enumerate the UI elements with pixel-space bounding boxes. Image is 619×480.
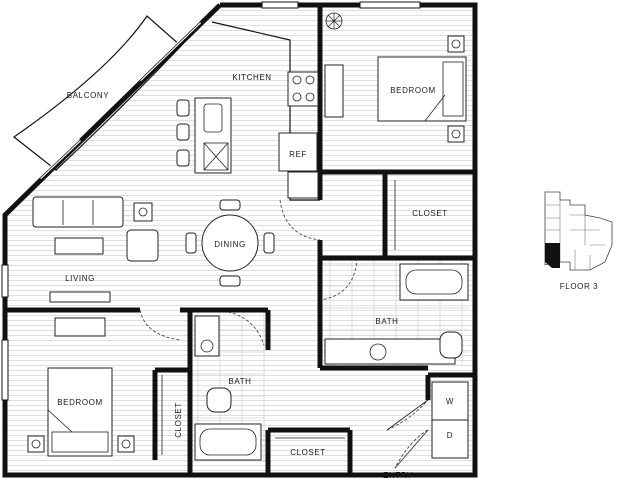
bedroom-bottom-label: BEDROOM (57, 398, 103, 407)
armchair (126, 229, 159, 262)
washer-label: W (446, 397, 454, 406)
tv-console (49, 291, 111, 303)
dryer-label: D (447, 431, 453, 440)
closet-rods (161, 180, 396, 455)
keyplan-unit-highlight (545, 243, 560, 268)
living-label: LIVING (65, 274, 95, 283)
key-plan: FLOOR 3 (544, 191, 613, 291)
dresser-bottom (54, 317, 106, 337)
room-labels: BALCONY KITCHEN BEDROOM REF CLOSET DININ… (57, 73, 454, 480)
kitchen-label: KITCHEN (232, 73, 271, 82)
bed-bottom (47, 367, 113, 457)
bathtub-right (399, 263, 469, 301)
ref-label: REF (289, 150, 307, 159)
bath-right-label: BATH (375, 317, 398, 326)
sofa (32, 196, 124, 228)
dryer (431, 419, 469, 459)
bath-left-label: BATH (228, 377, 251, 386)
toilet-right (439, 331, 463, 359)
entry-label: ENTRY (383, 471, 413, 480)
door-swings (139, 199, 429, 469)
floor-label: FLOOR 3 (560, 282, 598, 291)
balcony-label: BALCONY (67, 91, 109, 100)
vanity-left (194, 315, 220, 357)
living-dining-furniture (32, 196, 275, 303)
dining-table (201, 214, 259, 272)
closet-vertical-label: CLOSET (174, 402, 183, 438)
exterior-walls (2, 2, 478, 478)
vanity-right (324, 338, 456, 365)
stove (287, 71, 319, 107)
left-bath-fixtures (194, 315, 262, 461)
refrigerator (278, 132, 318, 172)
windows (1, 1, 421, 401)
right-bath-fixtures (324, 263, 469, 365)
closet-top-label: CLOSET (412, 209, 448, 218)
kitchen-island (194, 97, 232, 174)
closet-bottom-label: CLOSET (290, 448, 326, 457)
laundry (431, 381, 469, 459)
kitchen-fixtures (176, 21, 320, 201)
dresser-top (324, 64, 344, 118)
toilet-left (206, 387, 232, 413)
interior-walls (5, 5, 475, 475)
dining-label: DINING (214, 240, 246, 249)
bed-top (377, 56, 467, 122)
bottom-bedroom-furniture (27, 317, 135, 457)
bedroom-top-label: BEDROOM (390, 86, 436, 95)
plant-icon (325, 12, 343, 30)
top-bedroom-furniture (324, 12, 467, 143)
coffee-table (54, 237, 104, 255)
